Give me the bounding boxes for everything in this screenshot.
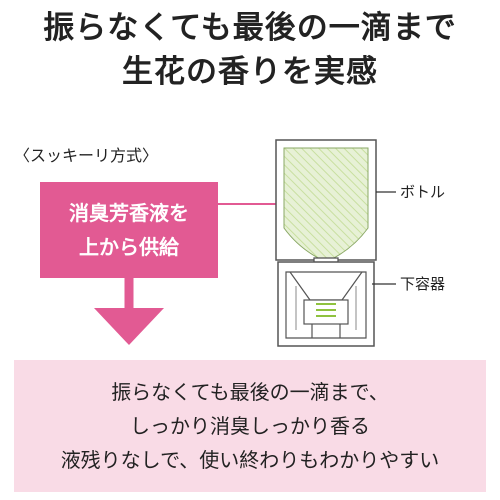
headline-line-1: 振らなくても最後の一滴まで bbox=[43, 10, 457, 46]
summary-line-3: 液残りなしで、使い終わりもわかりやすい bbox=[60, 448, 440, 472]
bottle-label: ボトル bbox=[400, 183, 446, 201]
lower-container-label: 下容器 bbox=[400, 275, 446, 293]
headline-line-2: 生花の香りを実感 bbox=[122, 54, 378, 90]
summary-box: 振らなくても最後の一滴まで、 しっかり消臭しっかり香る 液残りなしで、使い終わり… bbox=[14, 360, 486, 492]
lower-container-shape bbox=[277, 261, 375, 347]
summary-line-2: しっかり消臭しっかり香る bbox=[130, 414, 370, 438]
bottle-shape bbox=[275, 139, 377, 288]
feature-box: 消臭芳香液を 上から供給 bbox=[40, 182, 218, 278]
method-label: 〈スッキーリ方式〉 bbox=[14, 146, 159, 165]
down-arrow bbox=[94, 278, 164, 345]
feature-line-1: 消臭芳香液を bbox=[69, 201, 189, 225]
headline: 振らなくても最後の一滴まで 生花の香りを実感 bbox=[0, 6, 500, 94]
summary-line-1: 振らなくても最後の一滴まで、 bbox=[111, 380, 389, 404]
feature-line-2: 上から供給 bbox=[79, 235, 179, 259]
